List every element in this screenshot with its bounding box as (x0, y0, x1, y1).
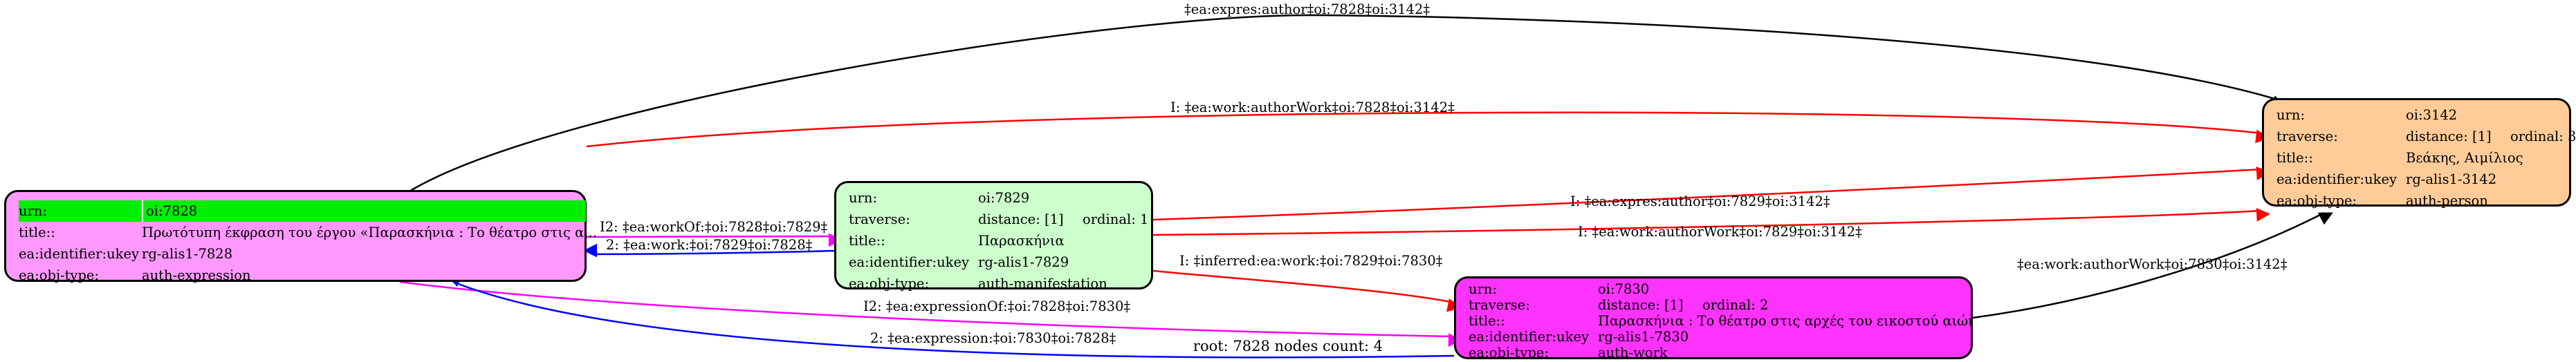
edge-label-e1: ‡ea:expres:author‡oi:7828‡oi:3142‡ (1184, 1, 1430, 17)
row-value: distance: [1] (978, 211, 1064, 227)
edge-e9 (447, 274, 1455, 359)
edge-e2 (586, 111, 2270, 148)
edge-e10 (1972, 211, 2333, 319)
row-value: oi:7830 (1598, 281, 1650, 297)
edge-label-e2: I: ‡ea:work:authorWork‡oi:7828‡oi:3142‡ (1170, 99, 1455, 115)
edge-e7 (1152, 269, 1462, 312)
node-row-title: title:: Πρωτότυπη έκφραση του έργου «Παρ… (19, 222, 597, 243)
row-key: urn: (2276, 107, 2306, 123)
edge-e3 (586, 233, 843, 247)
node-row-traverse: traverse: distance: [1] ordinal: 3 (2276, 126, 2576, 147)
node-row-title: title:: Παρασκήνια : Το θέατρο στις αρχέ… (1469, 313, 1971, 329)
row-key: ea:identifier:ukey (849, 254, 969, 270)
row-key: ea:identifier:ukey (2276, 171, 2397, 187)
row-value: oi:7829 (978, 190, 1030, 206)
row-value: Πρωτότυπη έκφραση του έργου «Παρασκήνια … (142, 225, 597, 240)
row-key: urn: (1469, 281, 1498, 297)
node-row-objtype: ea:obj-type: auth-expression (19, 265, 578, 286)
row-value: oi:7828 (142, 200, 197, 222)
edge-label-e8: I2: ‡ea:expressionOf:‡oi:7828‡oi:7830‡ (863, 298, 1131, 314)
graph-footer: root: 7828 nodes count: 4 (1193, 338, 1383, 354)
node-7830[interactable]: urn: oi:7830 traverse: distance: [1] ord… (1454, 276, 1973, 359)
edge-e8 (399, 280, 1462, 347)
node-3142[interactable]: urn: oi:3142 traverse: distance: [1] ord… (2262, 98, 2576, 209)
node-row-identifier: ea:identifier:ukey rg-alis1-7830 (1469, 329, 1964, 345)
row-key: title:: (849, 233, 885, 249)
row-value: rg-alis1-3142 (2406, 171, 2497, 187)
node-row-urn: urn: oi:7828 (19, 200, 586, 222)
row-value: Παρασκήνια : Το θέατρο στις αρχές του ει… (1598, 313, 1973, 329)
edge-label-e6: I: ‡ea:work:authorWork‡oi:7829‡oi:3142‡ (1578, 224, 1862, 240)
row-value: oi:3142 (2406, 107, 2458, 123)
row-key: traverse: (849, 211, 910, 227)
row-value: distance: [1] (1598, 297, 1684, 313)
node-row-objtype: ea:obj-type: auth-manifestation (849, 273, 1144, 294)
node-row-objtype: ea:obj-type: auth-work (1469, 345, 1964, 359)
edge-label-e3: I2: ‡ea:workOf:‡oi:7828‡oi:7829‡ (600, 219, 828, 235)
edge-e1 (407, 14, 2286, 193)
row-ordinal: ordinal: 3 (2510, 128, 2576, 144)
edge-label-e9: 2: ‡ea:expression:‡oi:7830‡oi:7828‡ (870, 330, 1116, 346)
row-key: ea:obj-type: (1469, 345, 1549, 359)
row-ordinal: ordinal: 1 (1083, 211, 1149, 227)
node-row-objtype: ea:obj-type: auth-person (2276, 190, 2562, 211)
row-value: Βεάκης, Αιμίλιος (2406, 150, 2523, 166)
row-key: urn: (19, 203, 48, 219)
row-value: auth-person (2406, 193, 2488, 209)
row-key: ea:identifier:ukey (19, 246, 139, 262)
row-key: traverse: (1469, 297, 1530, 313)
row-value: rg-alis1-7828 (142, 246, 233, 262)
row-key: traverse: (2276, 128, 2338, 144)
row-ordinal: ordinal: 2 (1702, 297, 1769, 313)
node-7828[interactable]: urn: oi:7828 title:: Πρωτότυπη έκφραση τ… (4, 190, 597, 283)
node-row-identifier: ea:identifier:ukey rg-alis1-7828 (19, 243, 578, 265)
row-key: title:: (19, 225, 55, 240)
edge-e5 (1152, 166, 2270, 221)
row-key: title:: (1469, 313, 1505, 329)
row-key: urn: (849, 190, 878, 206)
node-row-title: title:: Βεάκης, Αιμίλιος (2276, 147, 2562, 169)
row-value: Παρασκήνια (978, 233, 1065, 249)
node-row-urn: urn: oi:3142 (2276, 104, 2562, 126)
node-row-identifier: ea:identifier:ukey rg-alis1-3142 (2276, 169, 2562, 190)
node-row-traverse: traverse: distance: [1] ordinal: 1 (849, 209, 1148, 230)
row-value: auth-manifestation (978, 276, 1107, 292)
node-row-urn: urn: oi:7829 (849, 187, 1144, 209)
edge-label-e5: I: ‡ea:expres:author‡oi:7829‡oi:3142‡ (1570, 193, 1830, 209)
row-value: auth-expression (142, 267, 251, 283)
row-value: distance: [1] (2406, 128, 2492, 144)
row-key: title:: (2276, 150, 2313, 166)
edge-e6 (1152, 207, 2270, 236)
edge-label-e7: I: ‡inferred:ea:work:‡oi:7829‡oi:7830‡ (1179, 253, 1443, 269)
row-value: rg-alis1-7830 (1598, 329, 1689, 345)
row-value: auth-work (1598, 345, 1668, 359)
node-7829[interactable]: urn: oi:7829 traverse: distance: [1] ord… (834, 181, 1153, 292)
node-row-title: title:: Παρασκήνια (849, 230, 1144, 251)
node-row-urn: urn: oi:7830 (1469, 281, 1964, 297)
row-key: ea:obj-type: (849, 276, 930, 292)
edge-label-e4: 2: ‡ea:work:‡oi:7829‡oi:7828‡ (606, 237, 813, 253)
row-value: rg-alis1-7829 (978, 254, 1069, 270)
edge-label-e10: ‡ea:work:authorWork‡oi:7830‡oi:3142‡ (2017, 256, 2288, 272)
node-row-identifier: ea:identifier:ukey rg-alis1-7829 (849, 251, 1144, 273)
edge-e4 (583, 243, 835, 258)
row-key: ea:obj-type: (19, 267, 100, 283)
row-key: ea:identifier:ukey (1469, 329, 1589, 345)
row-key: ea:obj-type: (2276, 193, 2357, 209)
node-row-traverse: traverse: distance: [1] ordinal: 2 (1469, 297, 1964, 313)
